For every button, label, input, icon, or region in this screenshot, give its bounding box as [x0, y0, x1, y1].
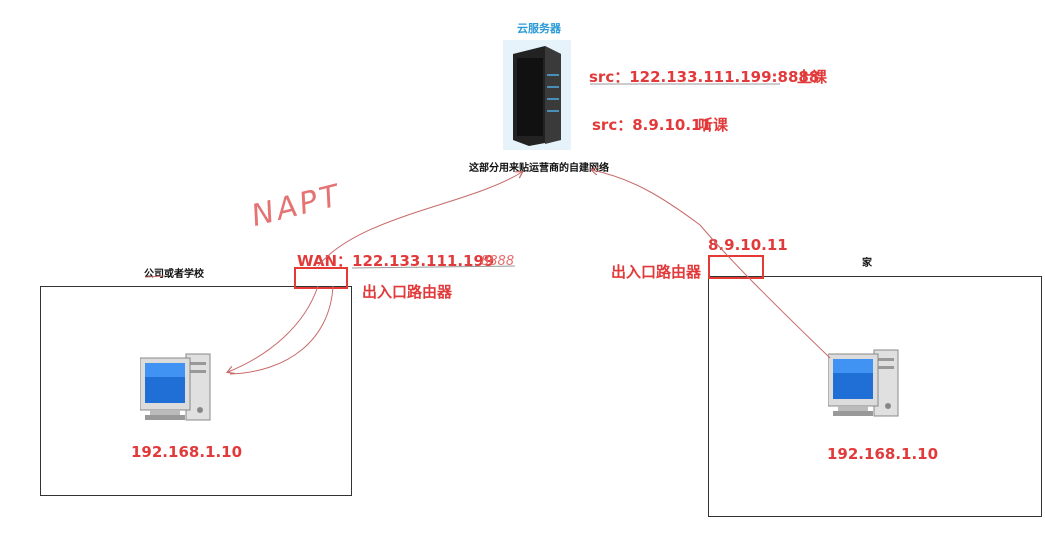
- right-pc-to-server-curve: [592, 170, 830, 358]
- left-router-to-pc-curve-2: [230, 286, 333, 374]
- wan-underline: [352, 266, 515, 268]
- left-router-to-pc-curve-1: [228, 286, 318, 372]
- left-label-underline: [145, 276, 165, 277]
- left-router-to-server-curve: [318, 172, 522, 266]
